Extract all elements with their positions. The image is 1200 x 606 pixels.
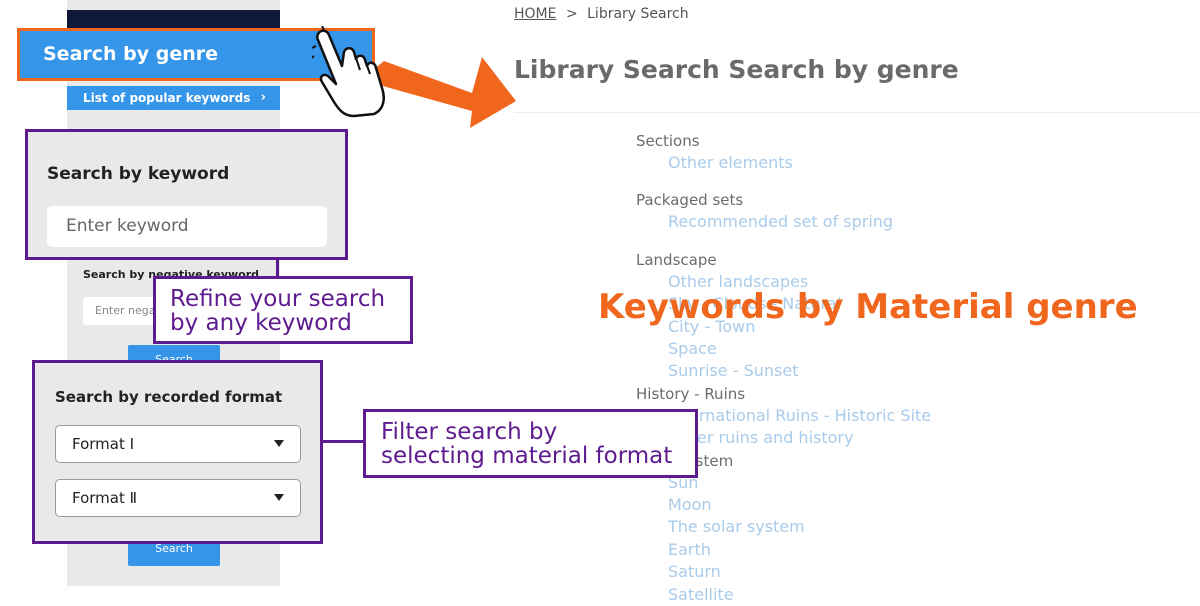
refine-annotation-line2: by any keyword xyxy=(170,310,352,336)
format-search-title: Search by recorded format xyxy=(55,388,283,406)
chevron-right-icon: › xyxy=(260,90,266,105)
popular-keywords-button[interactable]: List of popular keywords › xyxy=(67,86,280,110)
hand-motion-lines xyxy=(312,26,325,59)
genre-link[interactable]: Recommended set of spring xyxy=(668,212,894,232)
hand-shape xyxy=(316,29,385,118)
genre-link[interactable]: Other landscapes xyxy=(668,271,809,291)
breadcrumb-home-link[interactable]: HOME xyxy=(514,6,557,22)
genre-category: Packaged sets xyxy=(636,191,744,210)
refine-annotation-line1: Refine your search xyxy=(170,286,386,312)
genre-link[interactable]: Saturn xyxy=(668,562,721,582)
genre-link[interactable]: Sunrise - Sunset xyxy=(668,361,799,381)
genre-button-highlight xyxy=(17,28,375,81)
format-select-2[interactable]: Format Ⅱ xyxy=(55,479,301,517)
genre-list: Sections Other elements Packaged sets Re… xyxy=(636,130,1196,606)
dropdown-arrow-icon xyxy=(274,494,284,501)
orange-arrow-icon xyxy=(372,57,516,128)
breadcrumb: HOME > Library Search xyxy=(514,6,689,22)
breadcrumb-separator: > xyxy=(565,6,578,22)
genre-link[interactable]: Earth xyxy=(668,539,711,559)
title-divider xyxy=(514,112,1200,113)
breadcrumb-current: Library Search xyxy=(587,6,689,22)
genre-link[interactable]: Sky - Clouds - Natural xyxy=(668,294,842,314)
refine-annotation: Refine your search by any keyword xyxy=(153,276,413,344)
genre-link[interactable]: Sun xyxy=(668,472,699,492)
genre-category: Sections xyxy=(636,132,700,150)
keyword-search-title: Search by keyword xyxy=(47,164,230,184)
filter-annotation-line1: Filter search by xyxy=(381,419,558,445)
genre-link[interactable]: Other elements xyxy=(668,153,793,172)
genre-annotation-label: Keywords by Material genre xyxy=(598,287,1138,327)
genre-category: Landscape xyxy=(636,250,717,269)
format-select-1-value: Format Ⅰ xyxy=(72,435,135,453)
genre-link[interactable]: Satellite xyxy=(668,584,734,604)
keyword-input[interactable]: Enter keyword xyxy=(47,206,327,247)
genre-link[interactable]: The solar system xyxy=(668,517,805,537)
arrow-shape xyxy=(372,57,516,128)
filter-annotation: Filter search by selecting material form… xyxy=(363,409,698,478)
genre-link[interactable]: City - Town xyxy=(668,316,756,336)
genre-link[interactable]: Space xyxy=(668,339,717,359)
popular-keywords-label: List of popular keywords xyxy=(83,91,251,105)
genre-link[interactable]: International Ruins - Historic Site xyxy=(668,405,932,425)
refine-connector-line xyxy=(276,260,279,278)
page-title: Library Search Search by genre xyxy=(514,55,959,84)
genre-category: History - Ruins xyxy=(636,384,746,403)
search-by-genre-button[interactable]: Search by genre xyxy=(20,31,372,78)
format-select-1[interactable]: Format Ⅰ xyxy=(55,425,301,463)
dropdown-arrow-icon xyxy=(274,440,284,447)
genre-link[interactable]: Moon xyxy=(668,495,712,515)
sidebar-header-bar xyxy=(67,10,280,30)
format-select-2-value: Format Ⅱ xyxy=(72,489,138,507)
genre-category: Solar system xyxy=(636,451,734,470)
genre-link[interactable]: Other ruins and history xyxy=(668,428,854,448)
hand-pointer-icon xyxy=(312,26,385,118)
filter-connector-line xyxy=(323,440,365,443)
hand-fingers xyxy=(353,51,371,75)
filter-annotation-line2: selecting material format xyxy=(381,443,673,469)
